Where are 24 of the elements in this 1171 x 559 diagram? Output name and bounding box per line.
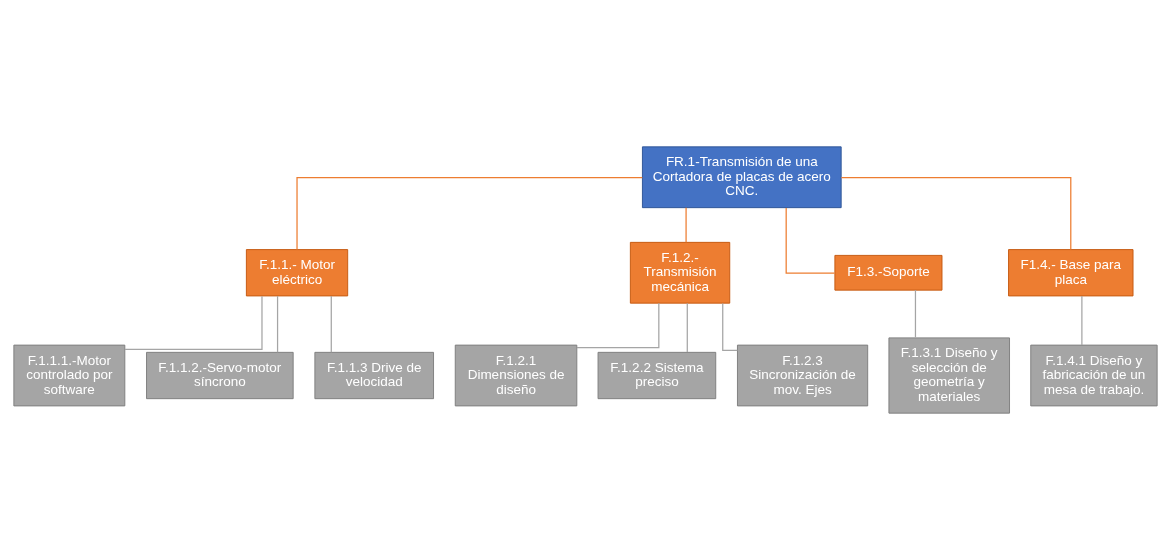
node-box: F.1.2.3 Sincronización de mov. Ejes bbox=[736, 344, 869, 406]
node-box: F.1.2.2 Sistema preciso bbox=[597, 351, 717, 399]
node-box: F.1.2.- Transmisión mecánica bbox=[629, 241, 731, 304]
connector bbox=[785, 206, 836, 274]
node-box: F1.3.-Soporte bbox=[834, 254, 943, 291]
connector bbox=[330, 294, 332, 353]
connector bbox=[124, 295, 263, 350]
node-box: F.1.1.- Motor eléctrico bbox=[245, 248, 349, 296]
connector bbox=[914, 289, 917, 338]
connector bbox=[686, 302, 688, 353]
connector bbox=[840, 176, 1072, 250]
node-box: F.1.1.2.-Servo-motor síncrono bbox=[146, 351, 294, 399]
connector bbox=[1081, 294, 1083, 345]
node-box: F.1.1.1.-Motor controlado por software bbox=[13, 344, 126, 406]
node-box: F.1.2.1 Dimensiones de diseño bbox=[454, 344, 578, 406]
connector bbox=[296, 176, 643, 250]
node-box: F.1.1.3 Drive de velocidad bbox=[314, 351, 435, 399]
connector bbox=[685, 206, 687, 243]
node-box: FR.1-Transmisión de una Cortadora de placas de acero CNC. bbox=[641, 145, 842, 208]
node-box: F.1.4.1 Diseño y fabricación de un mesa de trabajo. bbox=[1030, 344, 1158, 406]
node-box: F.1.3.1 Diseño y selección de geometría y materiales bbox=[888, 336, 1010, 414]
connector bbox=[576, 302, 660, 348]
connector bbox=[276, 294, 279, 353]
node-box: F1.4.- Base para placa bbox=[1008, 248, 1134, 296]
